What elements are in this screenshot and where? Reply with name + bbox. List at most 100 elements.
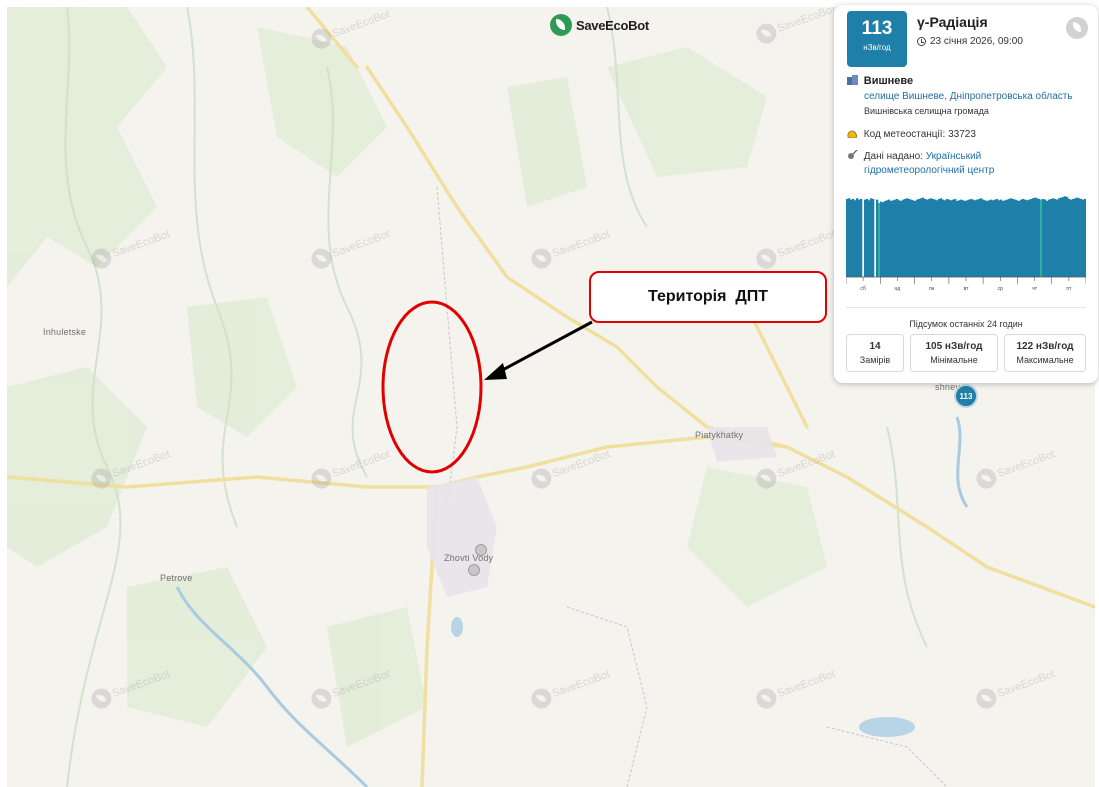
chart-bar[interactable] [1076,197,1079,277]
chart-bar[interactable] [996,198,999,277]
chart-bar[interactable] [1064,196,1067,277]
chart-bar[interactable] [1028,199,1031,277]
chart-bar[interactable] [1062,196,1065,277]
chart-bar[interactable] [1030,198,1033,277]
chart-bar[interactable] [880,201,883,277]
chart-bar[interactable] [1008,198,1011,277]
chart-bar[interactable] [1046,200,1049,277]
chart-bar[interactable] [972,199,975,277]
chart-bar[interactable] [904,198,907,277]
chart-bar[interactable] [856,198,859,277]
chart-bar[interactable] [1082,199,1085,277]
chart-bar[interactable] [986,200,989,277]
chart-bar[interactable] [956,200,959,277]
chart-bar[interactable] [1078,198,1081,277]
chart-bar[interactable] [922,197,925,277]
chart-bar[interactable] [1026,200,1029,277]
chart-bar[interactable] [902,199,905,277]
chart-bar[interactable] [910,199,913,277]
chart-bar[interactable] [854,200,857,277]
chart-bar[interactable] [1070,199,1073,277]
chart-bar[interactable] [1014,199,1017,277]
chart-bar[interactable] [850,199,853,277]
chart-bar[interactable] [1032,198,1035,277]
chart-bar[interactable] [1020,199,1023,277]
chart-bar[interactable] [1018,200,1021,277]
chart-bar[interactable] [890,200,893,277]
chart-bar[interactable] [860,198,863,277]
chart-bar[interactable] [954,198,957,277]
chart-bar[interactable] [960,199,963,277]
chart-bar[interactable] [920,198,923,277]
chart-bar[interactable] [938,198,941,277]
chart-bar[interactable] [924,198,927,277]
chart-bar[interactable] [1034,197,1037,277]
chart-bar[interactable] [878,202,881,277]
chart-bar[interactable] [964,200,967,277]
chart-bar[interactable] [998,200,1001,277]
chart-bar[interactable] [950,200,953,277]
chart-bar[interactable] [1060,197,1063,277]
chart-bar[interactable] [1038,198,1041,277]
chart-bar[interactable] [958,200,961,277]
chart-bar[interactable] [884,200,887,277]
chart-bar[interactable] [936,200,939,277]
chart-bar[interactable] [970,198,973,277]
chart-bar[interactable] [948,199,951,277]
chart-bar[interactable] [1080,198,1083,277]
chart-bar[interactable] [912,200,915,277]
chart-bar[interactable] [1054,198,1057,277]
chart-bar[interactable] [864,199,867,277]
chart-bar[interactable] [1074,198,1077,277]
chart-bar[interactable] [908,198,911,277]
source-link[interactable]: Український [925,151,982,162]
chart-bar[interactable] [1016,200,1019,277]
chart-bar[interactable] [942,199,945,277]
chart-bar[interactable] [928,198,931,277]
chart-bar[interactable] [858,199,861,277]
chart-bar[interactable] [894,199,897,277]
chart-bar[interactable] [932,198,935,277]
chart-bar[interactable] [992,200,995,277]
chart-bar[interactable] [870,198,873,277]
chart-bar[interactable] [926,199,929,277]
chart-bar[interactable] [1010,198,1013,277]
chart-bar[interactable] [1072,198,1075,277]
chart-bar[interactable] [962,200,965,277]
chart-bar[interactable] [982,199,985,277]
chart-bar[interactable] [852,198,855,277]
chart-bar[interactable] [1044,199,1047,277]
chart-bar[interactable] [868,200,871,277]
chart-bar[interactable] [1006,199,1009,277]
chart-bar[interactable] [916,199,919,277]
chart-bar[interactable] [896,198,899,277]
chart-bar[interactable] [876,199,879,277]
chart-bar[interactable] [1042,198,1045,277]
chart-bar[interactable] [1052,198,1055,277]
chart-bar[interactable] [888,199,891,277]
chart-bar[interactable] [1058,198,1061,277]
chart-bar[interactable] [892,200,895,277]
chart-bar[interactable] [966,200,969,277]
chart-bar[interactable] [1084,198,1086,277]
chart-bar[interactable] [988,200,991,277]
chart-bar[interactable] [1022,198,1025,277]
chart-bar[interactable] [1066,196,1069,277]
chart-bar[interactable] [934,199,937,277]
chart-bar[interactable] [1000,199,1003,277]
chart-bar[interactable] [1012,198,1015,277]
chart-bar[interactable] [930,198,933,277]
chart-bar[interactable] [1048,199,1051,277]
chart-bar[interactable] [882,202,885,277]
source-link-continued[interactable]: гідрометеорологічний центр [864,165,995,176]
poi-icon[interactable] [475,544,487,556]
chart-bar[interactable] [1002,200,1005,277]
chart-bar[interactable] [974,200,977,277]
poi-icon[interactable] [468,564,480,576]
chart-bar[interactable] [1024,199,1027,277]
chart-bar[interactable] [898,200,901,277]
station-marker[interactable]: 113 [954,384,978,408]
chart-bar[interactable] [1040,199,1043,277]
chart-bar[interactable] [886,200,889,277]
